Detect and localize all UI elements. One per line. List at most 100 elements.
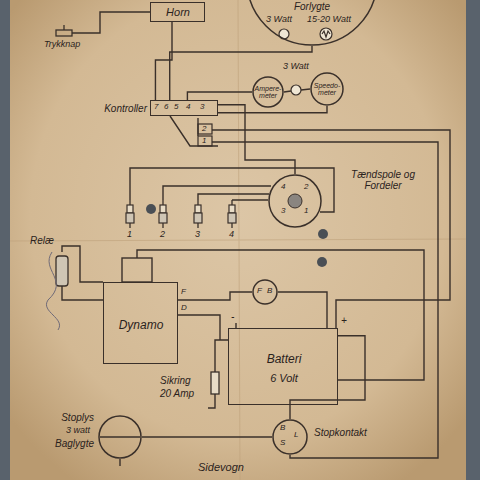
circle-outline: [253, 77, 283, 107]
part-label: 4: [186, 103, 190, 111]
dynamo-box: Dynamo: [103, 282, 178, 364]
wire-connector: [290, 336, 365, 419]
circle-outline: [311, 73, 343, 105]
circle-outline: [268, 174, 322, 228]
part-label: 1: [304, 207, 308, 215]
spark-plug-symbol: [159, 200, 167, 228]
part-label: 3: [195, 230, 200, 239]
part-label: 5: [174, 103, 178, 111]
circle-outline: [253, 280, 277, 304]
node-text: 15-20 Watt: [307, 15, 351, 24]
gauge-circle: Speedo-meter: [310, 72, 344, 106]
wire-line: [170, 116, 218, 146]
node-text: Kontroller: [104, 104, 147, 115]
distributor-rotor: [288, 194, 302, 208]
node-text: Speedo-meter: [311, 82, 343, 97]
regulator-circle: FB: [252, 279, 278, 305]
horn-box: Horn: [150, 2, 205, 22]
wire-line: [198, 194, 269, 200]
part-label: D: [181, 304, 187, 312]
spark-plug-symbol: [194, 200, 202, 228]
part-label: 2: [160, 230, 165, 239]
part-label: 1: [202, 137, 206, 145]
bulb-symbol: [320, 28, 332, 40]
node-text: Stoplys: [61, 413, 94, 424]
coil-distributor: Tændspole og Fordeler: [268, 174, 322, 228]
push-button-symbol: [56, 30, 72, 36]
node-text: B: [280, 424, 285, 432]
circle-outline: [273, 420, 307, 454]
push-button-symbol: [63, 25, 64, 30]
part-label: Trykknap: [44, 40, 80, 49]
part-label: Relæ: [30, 236, 54, 247]
wire-line: [208, 394, 215, 408]
part-label: 3: [281, 207, 285, 215]
node-text: Ampere-meter: [253, 85, 283, 100]
wire-line: [232, 199, 268, 200]
wire-line: [62, 286, 103, 300]
punch-hole: [317, 257, 327, 267]
bulb-symbol: [322, 31, 330, 37]
wire-line: [100, 436, 140, 437]
stop-tail-lamp: Stoplys3 wattBaglygte: [98, 415, 142, 459]
node-text: L: [294, 431, 298, 439]
push-button-symbol: [56, 25, 72, 36]
spark-plug-symbol: [126, 200, 134, 228]
circle-outline: [269, 175, 321, 227]
spark-plug-symbol: [228, 200, 236, 228]
node-text: 3 watt: [66, 426, 90, 435]
node-text: Dynamo: [119, 319, 164, 332]
controller-terminal-tabs: [198, 136, 212, 146]
node-text: Forlygte: [294, 2, 330, 13]
node-text: Batteri: [267, 353, 302, 366]
node-text: F: [257, 287, 262, 295]
relay-symbol: [56, 256, 68, 286]
part-label: +: [341, 316, 347, 327]
fold-crease: [10, 0, 466, 480]
fuse-symbol: [211, 372, 219, 394]
wire-connector: [178, 292, 252, 300]
node-text: B: [267, 287, 272, 295]
fold-crease: [10, 239, 466, 241]
circle-outline: [98, 415, 142, 459]
wire-line: [301, 89, 310, 90]
bulb-symbol: [291, 85, 301, 95]
headlight-circle: Forlygte3 Watt15-20 Watt: [246, 0, 378, 46]
dynamo-terminal-box: [122, 258, 152, 282]
pencil-scribble: [46, 252, 59, 330]
wire-line: [62, 12, 450, 466]
circle-outline: [99, 416, 141, 458]
part-label: 7: [154, 103, 158, 111]
gauge-circle: Ampere-meter: [252, 76, 284, 108]
part-label: 20 Amp: [160, 389, 194, 400]
punch-hole: [318, 229, 328, 239]
node-text: S: [280, 439, 285, 447]
wire-line: [72, 12, 150, 33]
punch-hole: [146, 204, 156, 214]
part-label: 1: [127, 230, 132, 239]
node-text: Baglygte: [55, 439, 94, 450]
wire-connector: [278, 292, 327, 328]
wire-connector: [218, 105, 295, 174]
part-label: 3: [200, 103, 204, 111]
circle-outline: [247, 0, 377, 45]
part-label: Sidevogn: [198, 462, 244, 474]
wire-connector: [170, 46, 312, 100]
wire-line: [215, 340, 228, 372]
dynamo-terminal-box: [122, 258, 152, 282]
wire-line: [137, 250, 424, 380]
node-text: Horn: [166, 7, 190, 19]
part-label: Sikring: [160, 376, 191, 387]
fuse-symbol: [211, 372, 219, 394]
part-label: 4: [281, 183, 285, 191]
battery-box: Batteri6 Volt: [228, 328, 338, 405]
relay-symbol: [56, 256, 68, 286]
wire-line: [212, 142, 438, 458]
circle-outline: [272, 419, 308, 455]
controller-terminal-tabs: [198, 124, 212, 134]
controller-terminal-tabs: [198, 124, 212, 146]
